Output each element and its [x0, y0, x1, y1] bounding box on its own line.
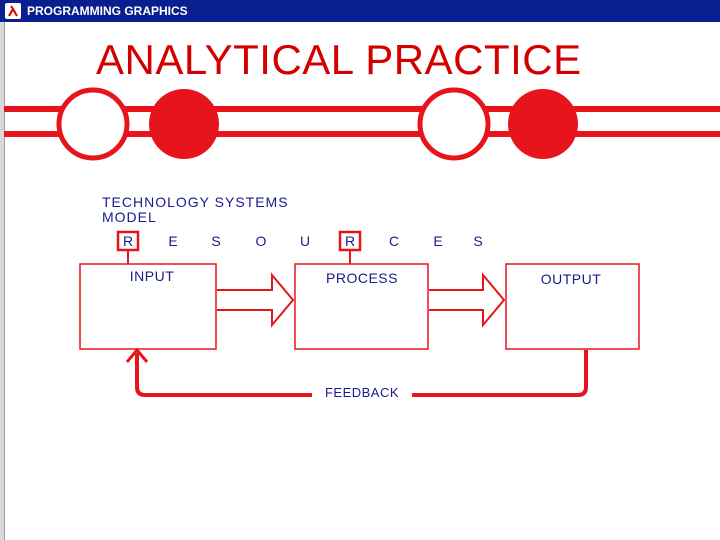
- resources-letter: S: [473, 233, 482, 249]
- rail-bottom-line: [4, 131, 720, 137]
- process-to-output-arrow: [429, 272, 506, 328]
- resources-letter: E: [433, 233, 442, 249]
- rail-circle-filled-2: [508, 89, 578, 159]
- feedback-arrowhead: [125, 347, 149, 363]
- title-bar: PROGRAMMING GRAPHICS: [0, 0, 720, 22]
- window-title: PROGRAMMING GRAPHICS: [27, 4, 188, 18]
- resources-letter: S: [211, 233, 220, 249]
- input-to-process-arrow: [217, 272, 295, 328]
- decorative-rail: [4, 87, 720, 161]
- resources-letter: C: [389, 233, 399, 249]
- diagram-heading-line2: MODEL: [102, 209, 157, 225]
- slide-title: ANALYTICAL PRACTICE: [96, 36, 582, 83]
- rail-top-line: [4, 106, 720, 112]
- resources-letter: U: [300, 233, 310, 249]
- lambda-icon: [5, 3, 21, 19]
- rail-circle-open-1: [56, 87, 130, 161]
- process-box: [294, 263, 429, 350]
- output-box: [505, 263, 640, 350]
- feedback-label: FEEDBACK: [325, 385, 399, 400]
- resources-letter: E: [168, 233, 177, 249]
- input-box: [79, 263, 217, 350]
- window-left-border: [0, 22, 5, 540]
- resources-letter: R: [345, 233, 355, 249]
- resources-row: R E S O U R C E S: [116, 230, 483, 264]
- output-label: OUTPUT: [541, 271, 602, 287]
- process-label: PROCESS: [326, 270, 398, 286]
- resources-letter: O: [256, 233, 267, 249]
- feedback-loop: FEEDBACK: [125, 347, 588, 400]
- rail-circle-filled-1: [149, 89, 219, 159]
- input-label: INPUT: [130, 268, 175, 284]
- diagram-heading-line1: TECHNOLOGY SYSTEMS: [102, 194, 289, 210]
- feedback-line-right: [412, 350, 588, 397]
- rail-circle-open-2: [417, 87, 491, 161]
- resources-letter: R: [123, 233, 133, 249]
- feedback-line-left: [135, 353, 312, 397]
